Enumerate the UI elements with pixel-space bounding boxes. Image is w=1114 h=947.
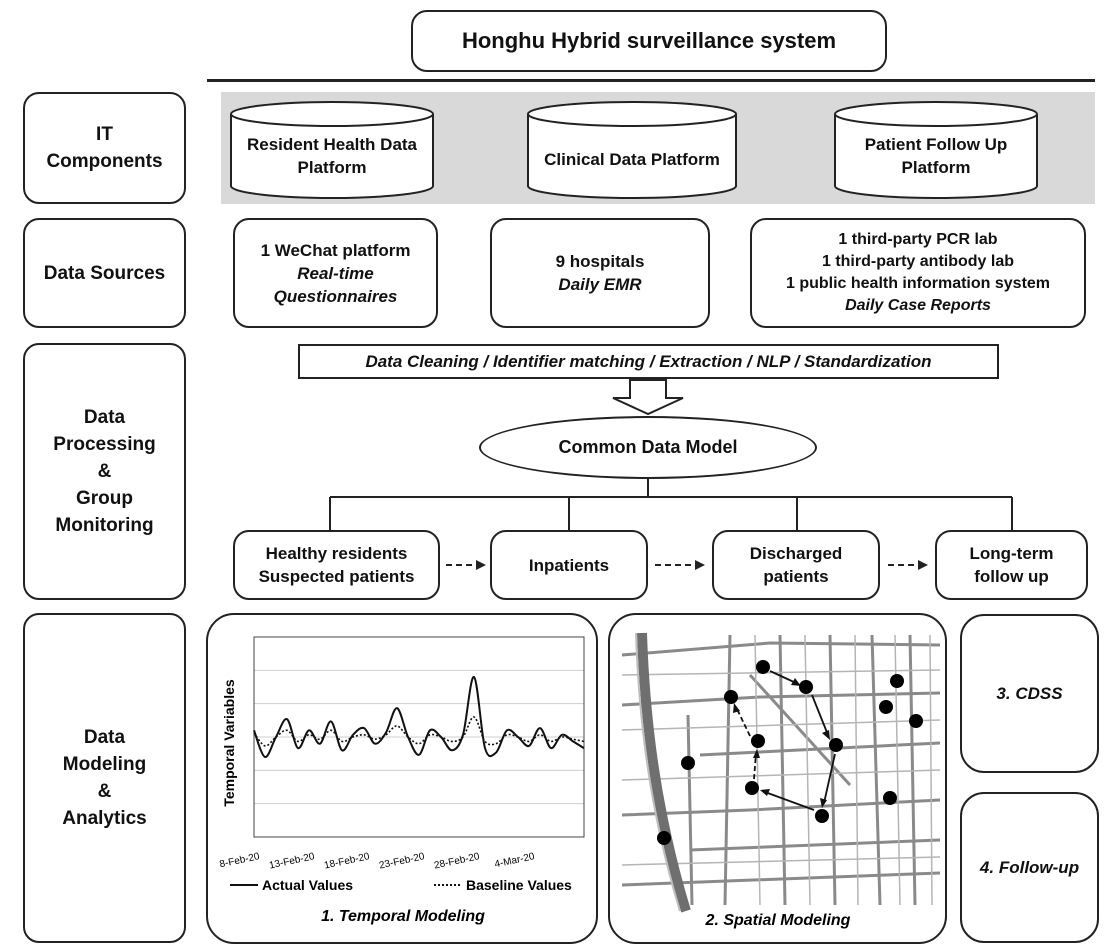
group-healthy-suspected-text: Healthy residents Suspected patients	[258, 544, 415, 586]
legend-actual-label: Actual Values	[262, 877, 353, 893]
source-labs-line1: 1 third-party PCR lab	[838, 231, 998, 248]
source-wechat-line2: Real-time Questionnaires	[273, 263, 398, 306]
source-hospitals: 9 hospitals Daily EMR	[490, 218, 710, 328]
temporal-panel: 8-Feb-20 13-Feb-20 18-Feb-20 23-Feb-20 28-Fe…	[206, 613, 598, 944]
plot-area-frame	[253, 636, 585, 838]
common-data-model-text: Common Data Model	[558, 437, 738, 457]
cdm-tree	[329, 479, 1013, 530]
x-tick-label: 18-Feb-20	[323, 851, 371, 871]
map-river	[637, 632, 691, 913]
case-locations	[657, 660, 923, 845]
x-tick-label: 28-Feb-20	[433, 851, 481, 871]
source-hospitals-line2: Daily EMR	[558, 275, 642, 294]
group-long-term-text: Long-term follow up	[969, 544, 1054, 586]
cylinder-clinical	[527, 101, 737, 199]
chart-x-ticks: 8-Feb-20 13-Feb-20 18-Feb-20 23-Feb-20 28-Fe…	[219, 851, 536, 871]
row-label-it-text: IT Components	[46, 124, 163, 172]
series-actual-line	[253, 675, 585, 758]
platform-clinical-label: Clinical Data Platform	[544, 150, 720, 169]
down-arrow	[612, 379, 684, 416]
x-tick-label: 8-Feb-20	[219, 851, 261, 870]
spatial-panel-title: 2. Spatial Modeling	[705, 912, 851, 929]
system-title-text: Honghu Hybrid surveillance system	[461, 28, 837, 53]
cdss-panel: 3. CDSS	[960, 614, 1099, 773]
source-labs-line4: Daily Case Reports	[845, 297, 991, 314]
processing-steps-text: Data Cleaning / Identifier matching / Ex…	[365, 351, 932, 371]
title-divider	[207, 79, 1095, 82]
followup-panel-text: 4. Follow-up	[979, 857, 1080, 877]
spatial-map: 2. Spatial Modeling	[621, 632, 941, 929]
chart-grid	[254, 669, 584, 805]
source-labs-line2: 1 third-party antibody lab	[821, 253, 1014, 270]
common-data-model: Common Data Model	[479, 416, 817, 479]
x-tick-label: 4-Mar-20	[494, 851, 536, 870]
map-minor-streets	[621, 634, 941, 906]
platform-cylinders	[230, 101, 1038, 199]
source-wechat: 1 WeChat platform Real-time Questionnair…	[233, 218, 438, 328]
source-wechat-line1: 1 WeChat platform	[260, 240, 411, 260]
source-labs: 1 third-party PCR lab 1 third-party anti…	[750, 218, 1086, 328]
series-baseline-line	[253, 716, 585, 747]
followup-panel: 4. Follow-up	[960, 792, 1099, 943]
source-labs-line3: 1 public health information system	[785, 275, 1051, 292]
legend-baseline-label: Baseline Values	[466, 877, 572, 893]
source-hospitals-line1: 9 hospitals	[555, 252, 645, 271]
platform-resident-label: Resident Health Data Platform	[246, 135, 418, 177]
row-label-processing-text: Data Processing & Group Monitoring	[53, 407, 156, 536]
transmission-arrows	[733, 670, 836, 811]
cylinder-resident	[230, 101, 434, 199]
cylinder-followup	[834, 101, 1038, 199]
chart-y-label: Temporal Variables	[221, 679, 237, 807]
row-label-modeling-text: Data Modeling & Analytics	[62, 727, 147, 829]
map-river-bank	[635, 632, 681, 912]
row-label-modeling: Data Modeling & Analytics	[23, 613, 186, 943]
group-discharged-text: Discharged patients	[749, 544, 843, 586]
chart-series	[253, 675, 585, 758]
spatial-panel: 2. Spatial Modeling	[608, 613, 947, 944]
row-label-processing: Data Processing & Group Monitoring	[23, 343, 186, 600]
system-title: Honghu Hybrid surveillance system	[411, 10, 887, 72]
group-discharged: Discharged patients	[712, 530, 880, 600]
temporal-chart: 8-Feb-20 13-Feb-20 18-Feb-20 23-Feb-20 28-Fe…	[219, 636, 585, 925]
temporal-panel-title: 1. Temporal Modeling	[321, 908, 485, 925]
group-flow-arrows	[446, 560, 928, 570]
group-inpatients: Inpatients	[490, 530, 648, 600]
processing-steps-bar: Data Cleaning / Identifier matching / Ex…	[298, 344, 999, 379]
x-tick-label: 13-Feb-20	[268, 851, 316, 871]
row-label-sources: Data Sources	[23, 218, 186, 328]
x-tick-label: 23-Feb-20	[378, 851, 426, 871]
row-label-it: IT Components	[23, 92, 186, 204]
row-label-sources-text: Data Sources	[43, 262, 166, 284]
platform-followup-label: Patient Follow Up Platform	[864, 135, 1008, 177]
chart-legend: Actual Values Baseline Values	[230, 877, 572, 893]
cdss-panel-text: 3. CDSS	[996, 683, 1063, 703]
group-healthy-suspected: Healthy residents Suspected patients	[233, 530, 440, 600]
group-inpatients-text: Inpatients	[528, 555, 610, 575]
group-long-term: Long-term follow up	[935, 530, 1088, 600]
